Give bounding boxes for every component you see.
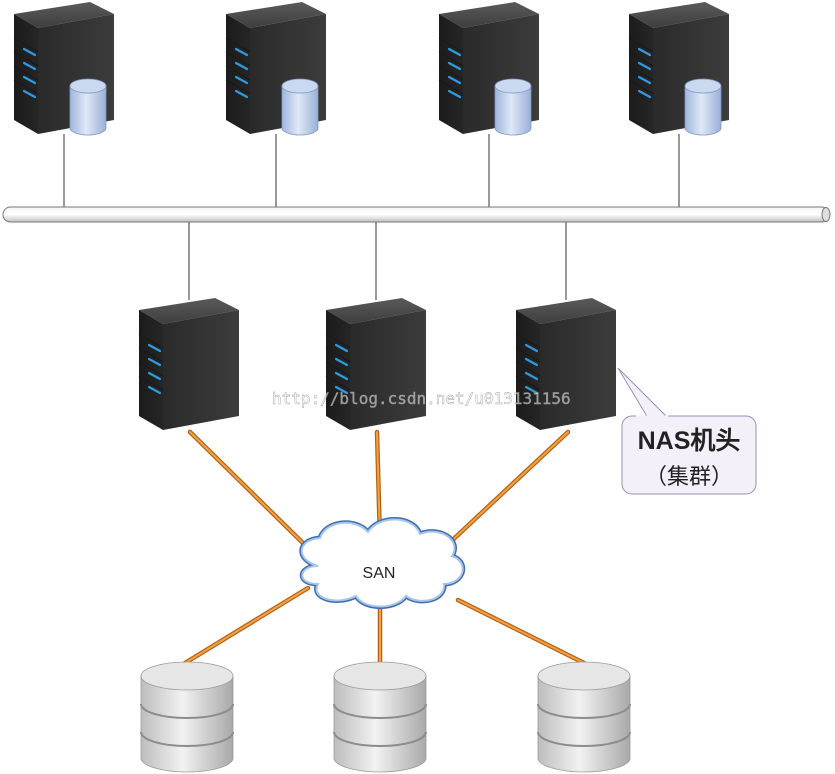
callout-line-2: （集群） — [645, 465, 733, 490]
network-bus — [2, 206, 831, 223]
nas-head-callout: NAS机头 （集群） — [617, 367, 757, 495]
storage-disk-3 — [537, 661, 631, 773]
nas-head-server-2 — [324, 296, 428, 432]
app-server-2 — [224, 0, 328, 136]
app-server-3 — [437, 0, 541, 136]
storage-disk-2 — [333, 661, 427, 773]
cloud-label: SAN — [363, 565, 396, 582]
database-icon — [69, 78, 107, 136]
callout-line-1: NAS机头 — [638, 427, 741, 455]
watermark-text: http://blog.csdn.net/u013131156 — [272, 389, 571, 408]
san-cloud: SAN — [299, 517, 466, 609]
storage-disk-1 — [140, 661, 234, 773]
nas-head-connectors — [188, 222, 567, 300]
database-icon — [684, 78, 722, 136]
app-server-4 — [627, 0, 731, 136]
app-server-connectors — [63, 134, 680, 208]
nas-head-server-3 — [514, 296, 618, 432]
database-icon — [494, 78, 532, 136]
database-icon — [281, 78, 319, 136]
nas-head-server-1 — [137, 296, 241, 432]
app-server-1 — [12, 0, 116, 136]
